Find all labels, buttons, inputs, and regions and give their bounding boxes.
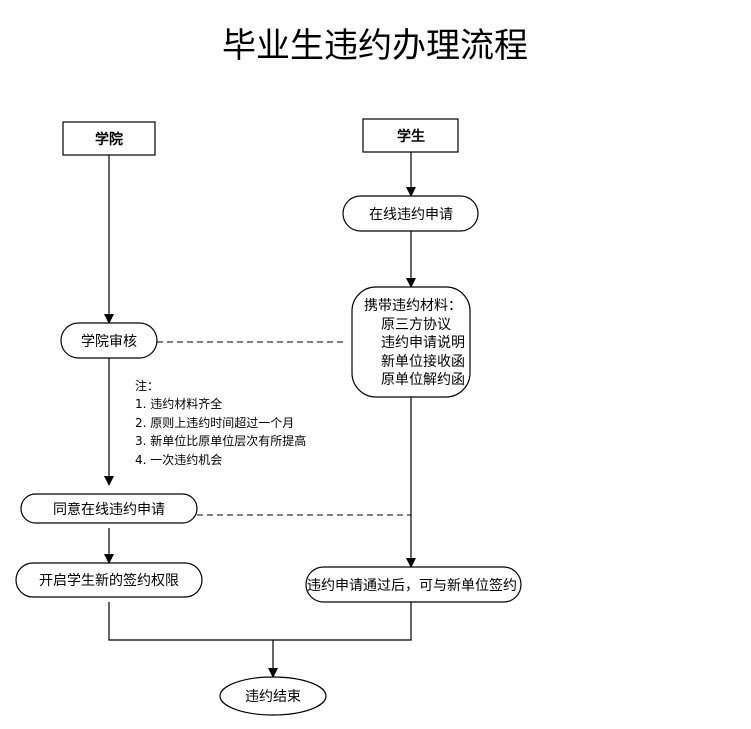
node-end-label: 违约结束 xyxy=(245,689,301,705)
lane-student-label: 学生 xyxy=(397,128,425,145)
notes: 注： 1. 违约材料齐全 2. 原则上违约时间超过一个月 3. 新单位比原单位层… xyxy=(135,378,306,467)
node-college-review: 学院审核 xyxy=(60,322,158,359)
node-open-rights-label: 开启学生新的签约权限 xyxy=(39,572,179,589)
node-agree: 同意在线违约申请 xyxy=(20,493,198,524)
note-item: 2. 原则上违约时间超过一个月 xyxy=(135,415,294,430)
note-item: 1. 违约材料齐全 xyxy=(135,396,222,411)
materials-item: 违约申请说明 xyxy=(381,335,465,351)
materials-item: 原三方协议 xyxy=(381,317,451,333)
merge-line xyxy=(108,602,412,641)
node-college-review-label: 学院审核 xyxy=(81,334,137,350)
node-sign-new-label: 违约申请通过后，可与新单位签约 xyxy=(307,577,517,594)
node-sign-new: 违约申请通过后，可与新单位签约 xyxy=(305,566,522,603)
page-title: 毕业生违约办理流程 xyxy=(222,26,528,66)
node-online-apply: 在线违约申请 xyxy=(342,195,479,232)
note-item: 3. 新单位比原单位层次有所提高 xyxy=(135,433,306,448)
lane-college-label: 学院 xyxy=(95,131,123,148)
node-open-rights: 开启学生新的签约权限 xyxy=(15,562,203,598)
notes-heading: 注： xyxy=(135,378,159,393)
lane-student-header: 学生 xyxy=(362,118,459,153)
node-end: 违约结束 xyxy=(219,676,327,716)
note-item: 4. 一次违约机会 xyxy=(135,452,222,467)
node-materials: 携带违约材料： 原三方协议 违约申请说明 新单位接收函 原单位解约函 xyxy=(351,286,471,398)
materials-item: 原单位解约函 xyxy=(381,372,465,388)
materials-heading: 携带违约材料： xyxy=(364,298,462,314)
node-online-apply-label: 在线违约申请 xyxy=(369,207,453,223)
lane-college-header: 学院 xyxy=(62,121,156,156)
materials-item: 新单位接收函 xyxy=(381,353,465,370)
node-agree-label: 同意在线违约申请 xyxy=(53,501,165,518)
